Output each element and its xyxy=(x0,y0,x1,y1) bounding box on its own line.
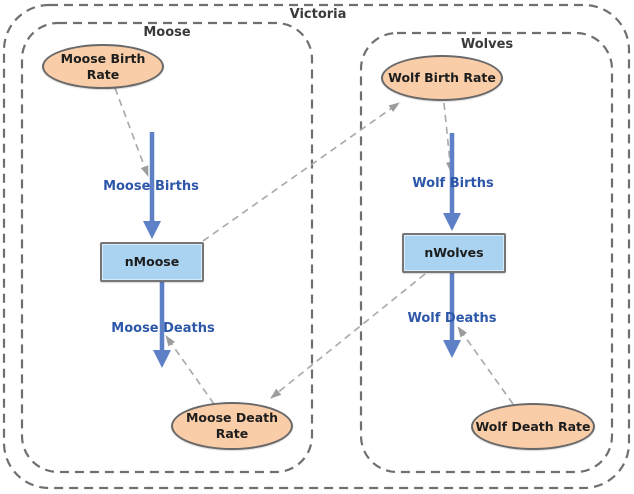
moose-deaths-flow-label[interactable]: Moose Deaths xyxy=(111,321,215,336)
wolf-births-flow-label[interactable]: Wolf Births xyxy=(412,176,494,191)
node-wolf-birth-rate-label: Wolf Birth Rate xyxy=(388,70,496,86)
node-nwolves[interactable]: nWolves xyxy=(402,233,506,273)
connector-moose-birth-rate-to-moose-births xyxy=(114,87,149,177)
node-wolf-death-rate[interactable]: Wolf Death Rate xyxy=(471,403,595,450)
moose-births-arrowhead-icon xyxy=(143,221,161,239)
node-wolf-birth-rate[interactable]: Wolf Birth Rate xyxy=(381,55,503,101)
connector-nwolves-to-moose-death-rate xyxy=(270,273,426,399)
victoria-container-label: Victoria xyxy=(289,7,347,22)
node-nmoose-label: nMoose xyxy=(124,254,180,270)
connector-nmoose-to-wolf-birth-rate xyxy=(202,102,400,242)
node-moose-death-rate-label-line1: Moose Death xyxy=(185,410,279,426)
moose-deaths-arrowhead-icon xyxy=(153,350,171,368)
node-nmoose[interactable]: nMoose xyxy=(100,242,204,282)
connector-wolf-death-rate-to-wolf-deaths xyxy=(457,326,514,405)
victoria-container-border xyxy=(2,3,631,490)
wolves-container-label: Wolves xyxy=(460,37,514,52)
wolf-deaths-flow-label[interactable]: Wolf Deaths xyxy=(407,311,497,326)
node-moose-birth-rate[interactable]: Moose Birth Rate xyxy=(42,44,164,89)
node-wolf-death-rate-label: Wolf Death Rate xyxy=(475,418,591,434)
wolf-deaths-arrowhead-icon xyxy=(443,340,461,358)
node-moose-birth-rate-label: Moose Birth Rate xyxy=(60,50,146,82)
wolf-births-arrowhead-icon xyxy=(443,213,461,231)
moose-container-border xyxy=(20,21,314,474)
node-nwolves-label: nWolves xyxy=(424,245,484,261)
node-moose-death-rate-label-line2: Rate xyxy=(215,426,249,441)
connector-moose-death-rate-to-moose-deaths xyxy=(165,335,215,405)
moose-births-flow-label[interactable]: Moose Births xyxy=(103,179,199,194)
node-moose-death-rate[interactable]: Moose Death Rate xyxy=(171,402,293,450)
moose-container-label: Moose xyxy=(143,25,191,40)
